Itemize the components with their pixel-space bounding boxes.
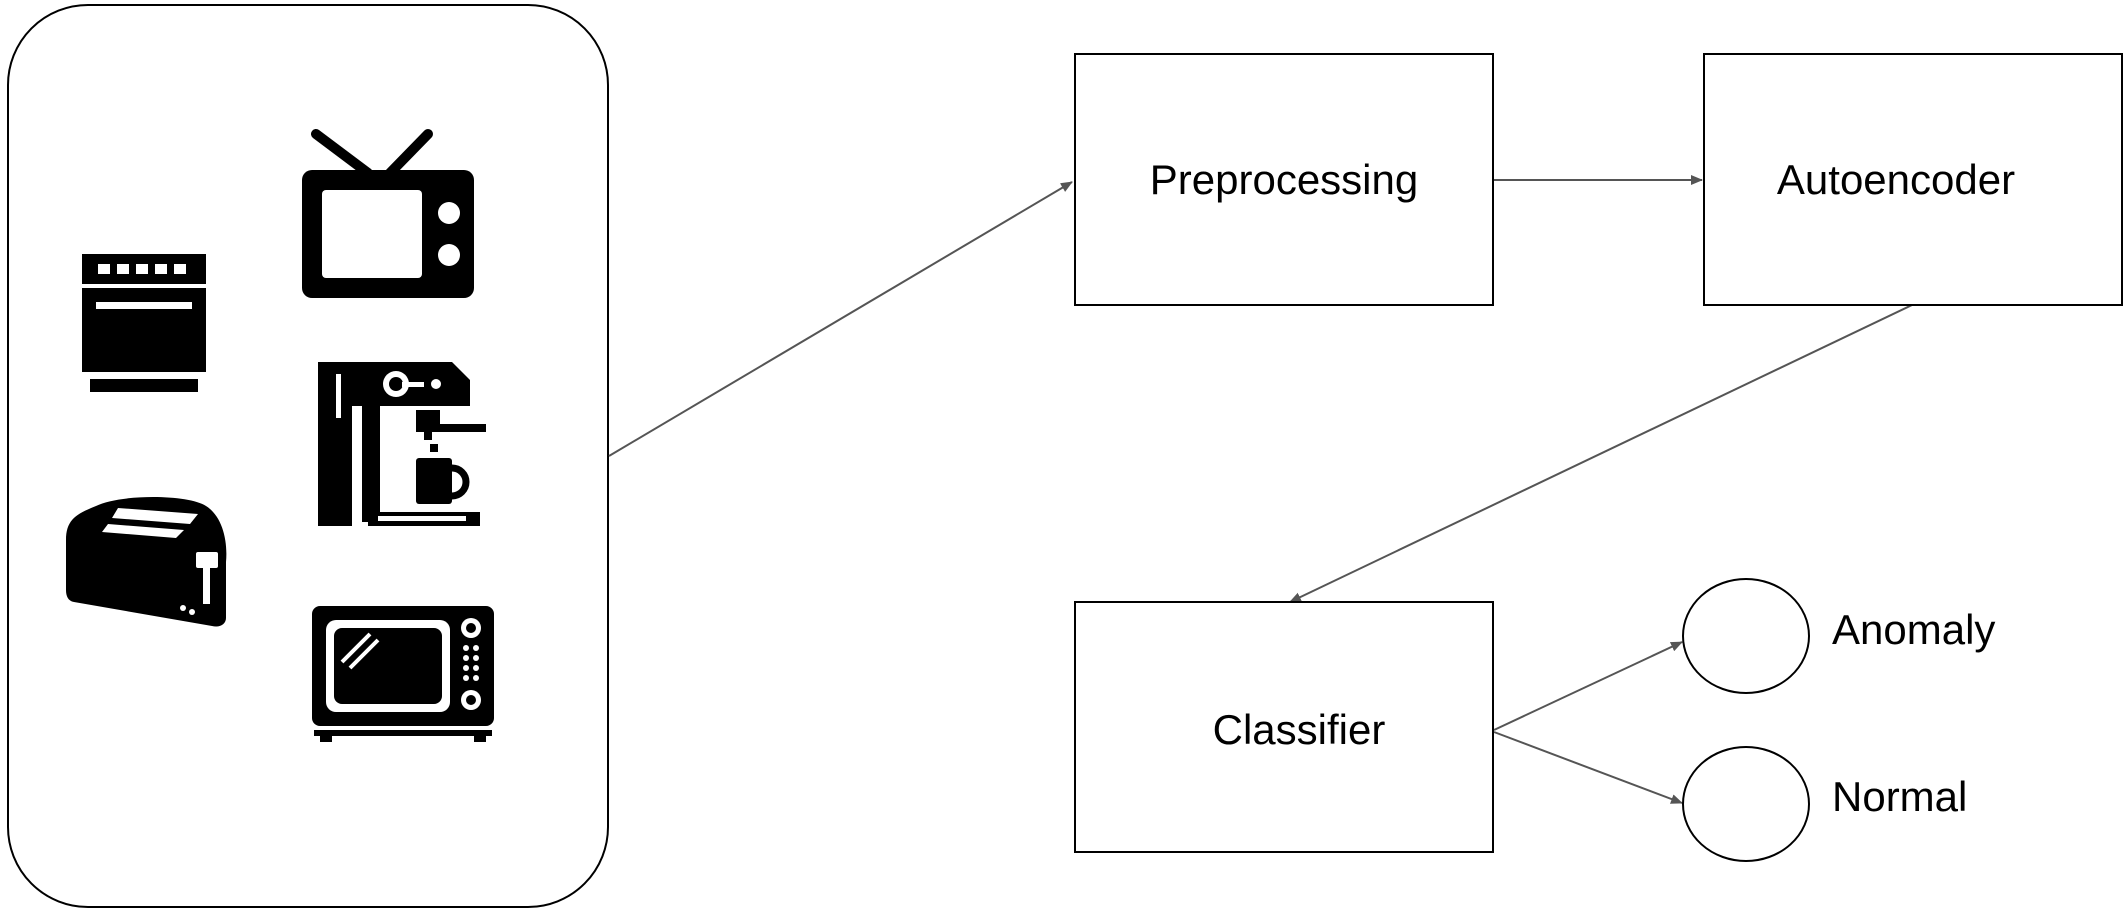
appliances-panel-border	[7, 4, 609, 908]
arrow-classifier-to-normal	[1493, 731, 1683, 804]
autoencoder-node: Autoencoder	[1703, 53, 2123, 306]
preprocessing-label: Preprocessing	[1150, 156, 1418, 203]
microwave-icon	[312, 606, 494, 742]
anomaly-label: Anomaly	[1832, 606, 1995, 653]
anomaly-output: Anomaly	[1682, 578, 1995, 694]
normal-circle	[1682, 746, 1810, 862]
autoencoder-box	[1703, 53, 2123, 306]
arrow-panel-to-preprocessing	[608, 181, 1073, 457]
arrow-autoencoder-to-classifier	[1289, 304, 1913, 603]
preprocessing-node: Preprocessing	[1074, 53, 1494, 306]
arrow-classifier-to-anomaly	[1493, 641, 1683, 731]
preprocessing-box	[1074, 53, 1494, 306]
anomaly-circle	[1682, 578, 1810, 694]
classifier-box	[1074, 601, 1494, 853]
classifier-label: Classifier	[1213, 706, 1386, 753]
appliances-panel	[7, 4, 609, 908]
toaster-icon	[66, 497, 227, 627]
television-icon	[302, 129, 474, 298]
normal-label: Normal	[1832, 773, 1967, 820]
normal-output: Normal	[1682, 746, 1967, 862]
classifier-node: Classifier	[1074, 601, 1494, 853]
coffee-machine-icon	[318, 362, 486, 526]
oven-icon	[82, 254, 206, 392]
autoencoder-label: Autoencoder	[1777, 156, 2015, 203]
